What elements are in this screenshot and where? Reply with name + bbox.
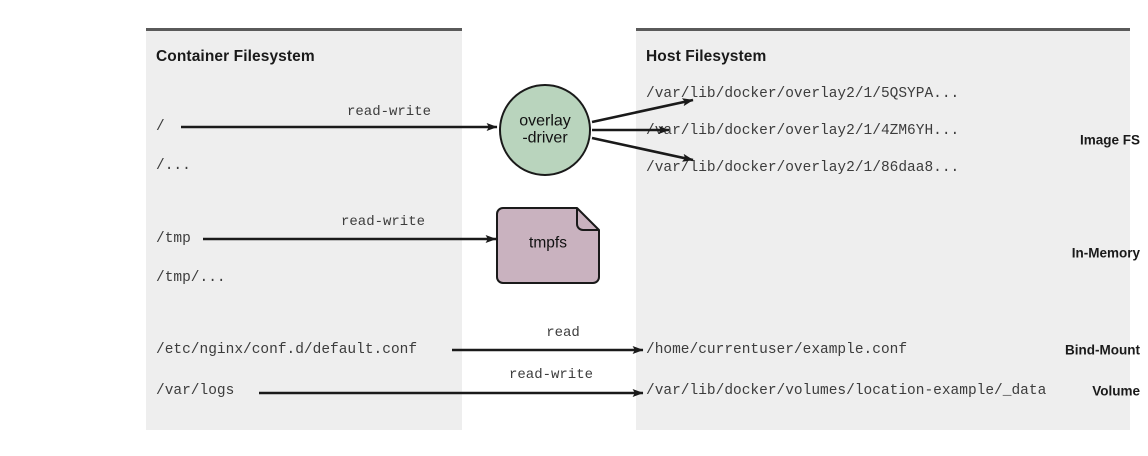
tmpfs-label: tmpfs: [529, 234, 567, 252]
host-path-volume-target: /var/lib/docker/volumes/location-example…: [646, 383, 1047, 399]
edge-label-volume-rw: read-write: [508, 367, 594, 383]
edge-label-image-fs-rw: read-write: [346, 104, 432, 120]
row-label-image-fs: Image FS: [1079, 132, 1140, 148]
host-filesystem-panel: Host Filesystem: [636, 28, 1130, 430]
container-path-root-more: /...: [156, 158, 191, 174]
row-label-volume: Volume: [1092, 383, 1140, 399]
host-filesystem-title: Host Filesystem: [646, 48, 767, 65]
host-path-bind-target: /home/currentuser/example.conf: [646, 342, 908, 358]
edge-label-bind-mount-ro: read: [546, 325, 580, 341]
host-path-overlay-2: /var/lib/docker/overlay2/1/4ZM6YH...: [646, 123, 960, 139]
container-filesystem-panel: Container Filesystem: [146, 28, 462, 430]
row-label-bind-mount: Bind-Mount: [1065, 342, 1140, 358]
container-path-nginx-conf: /etc/nginx/conf.d/default.conf: [156, 342, 418, 358]
container-path-tmp: /tmp: [156, 231, 191, 247]
edge-label-in-memory-rw: read-write: [340, 214, 426, 230]
container-path-root: /: [156, 119, 165, 135]
overlay-driver-label: overlay -driver: [519, 113, 571, 148]
host-path-overlay-1: /var/lib/docker/overlay2/1/5QSYPA...: [646, 86, 960, 102]
container-filesystem-title: Container Filesystem: [156, 48, 315, 65]
overlay-driver-label-line2: -driver: [522, 130, 568, 147]
row-label-in-memory: In-Memory: [1071, 245, 1140, 261]
host-path-overlay-3: /var/lib/docker/overlay2/1/86daa8...: [646, 160, 960, 176]
overlay-driver-label-line1: overlay: [519, 112, 571, 130]
container-path-tmp-more: /tmp/...: [156, 270, 226, 286]
container-path-var-logs: /var/logs: [156, 383, 235, 399]
tmpfs-fold-icon: [576, 208, 599, 231]
